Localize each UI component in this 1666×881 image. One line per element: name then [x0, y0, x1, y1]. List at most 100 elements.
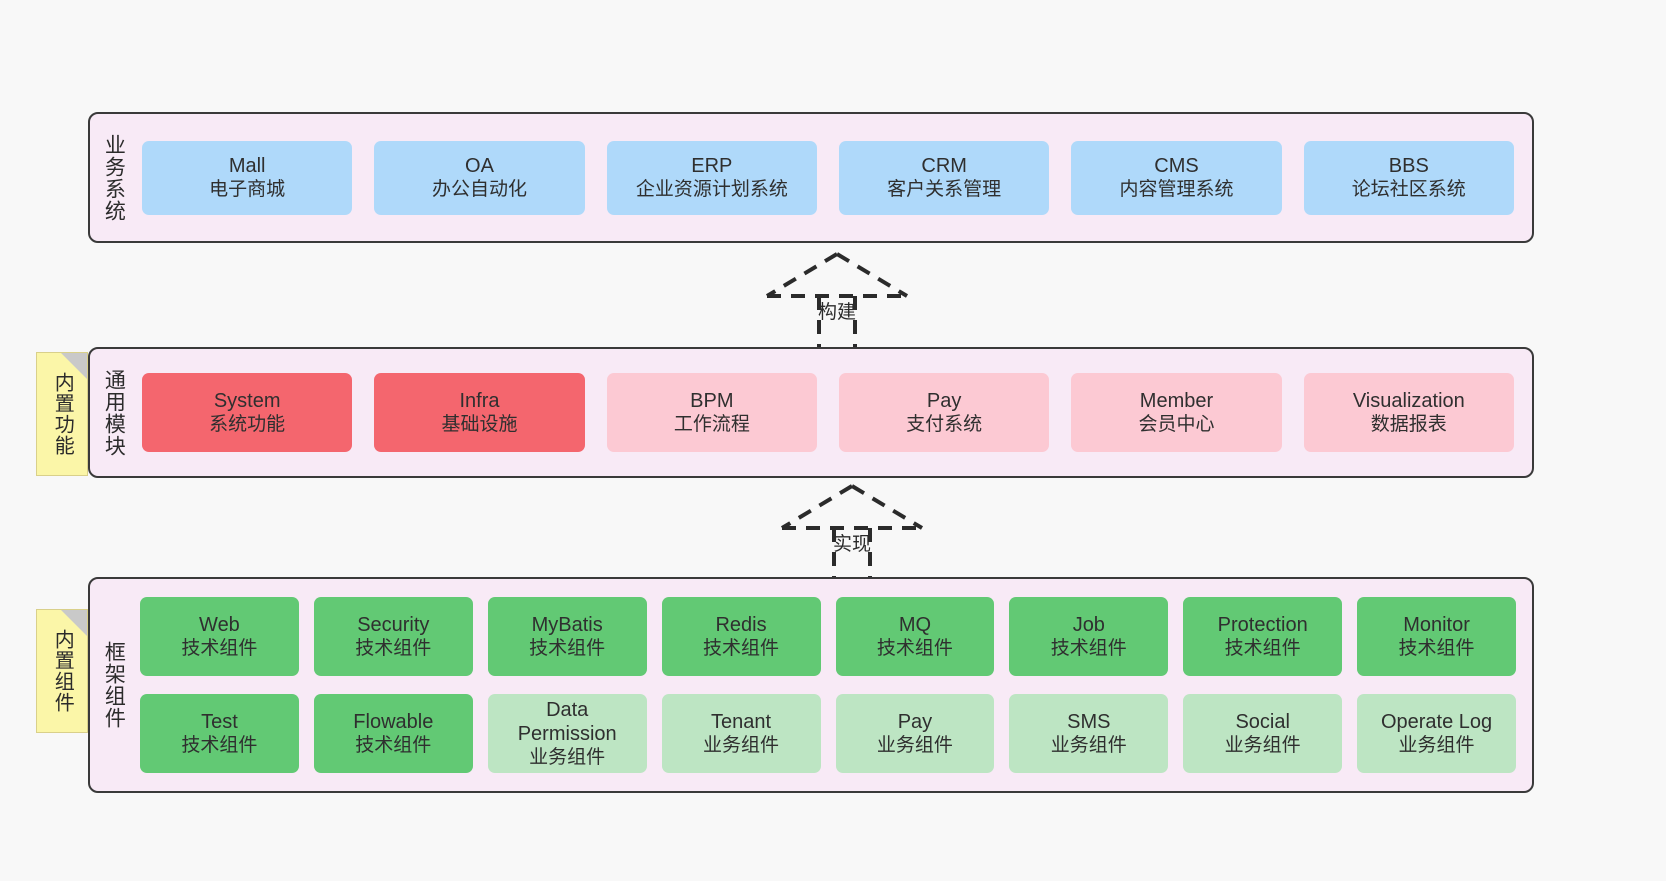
- box-subtitle: 电子商城: [209, 179, 286, 201]
- box-title: Data: [546, 698, 589, 721]
- box-title: Web: [199, 613, 240, 636]
- box-bbs[interactable]: BBS 论坛社区系统: [1303, 140, 1514, 215]
- box-subtitle: 论坛社区系统: [1351, 179, 1466, 201]
- box-social[interactable]: Social 业务组件: [1183, 694, 1343, 773]
- note-builtin-features: 内置功能: [36, 352, 88, 476]
- box-mq[interactable]: MQ 技术组件: [835, 597, 995, 676]
- box-title: Mall: [228, 154, 266, 177]
- box-tenant[interactable]: Tenant 业务组件: [661, 694, 821, 773]
- box-infra[interactable]: Infra 基础设施: [374, 373, 585, 452]
- box-pay-component[interactable]: Pay 业务组件: [835, 694, 995, 773]
- note-builtin-components: 内置组件: [36, 609, 88, 733]
- row: Test 技术组件 Flowable 技术组件 Data Permission …: [140, 694, 1516, 773]
- box-subtitle: 技术组件: [1224, 638, 1301, 660]
- row: Mall 电子商城 OA 办公自动化 ERP 企业资源计划系统 CRM 客户关系…: [142, 140, 1514, 215]
- box-title: Pay: [926, 389, 962, 412]
- box-job[interactable]: Job 技术组件: [1009, 597, 1169, 676]
- box-subtitle: 技术组件: [181, 735, 258, 757]
- layer-framework-components: 框架组件 Web 技术组件 Security 技术组件 MyBatis 技术组件…: [88, 577, 1534, 793]
- box-title: BPM: [690, 389, 734, 412]
- box-redis[interactable]: Redis 技术组件: [661, 597, 821, 676]
- box-mybatis[interactable]: MyBatis 技术组件: [487, 597, 647, 676]
- layer-framework-components-body: Web 技术组件 Security 技术组件 MyBatis 技术组件 Redi…: [136, 579, 1532, 791]
- box-subtitle: 技术组件: [529, 638, 606, 660]
- box-subtitle: 工作流程: [673, 414, 750, 436]
- box-subtitle: 技术组件: [703, 638, 780, 660]
- box-bpm[interactable]: BPM 工作流程: [606, 373, 817, 452]
- box-subtitle: 技术组件: [181, 638, 258, 660]
- box-title: System: [213, 389, 281, 412]
- box-subtitle: 技术组件: [355, 638, 432, 660]
- box-sms[interactable]: SMS 业务组件: [1009, 694, 1169, 773]
- row: Web 技术组件 Security 技术组件 MyBatis 技术组件 Redi…: [140, 597, 1516, 676]
- box-title: CRM: [921, 154, 967, 177]
- box-title: Member: [1139, 389, 1214, 412]
- box-subtitle: 内容管理系统: [1119, 179, 1234, 201]
- box-subtitle: 基础设施: [441, 414, 518, 436]
- box-title: BBS: [1388, 154, 1429, 177]
- layer-framework-components-title: 框架组件: [102, 641, 126, 729]
- connector-build-label: 构建: [817, 302, 857, 323]
- box-title: Security: [357, 613, 430, 636]
- box-title: Test: [201, 710, 238, 733]
- box-title: Infra: [459, 389, 500, 412]
- box-subtitle: 业务组件: [1224, 735, 1301, 757]
- box-security[interactable]: Security 技术组件: [313, 597, 473, 676]
- box-subtitle: 会员中心: [1138, 414, 1215, 436]
- box-title-cont: Permission: [517, 722, 617, 745]
- box-title: MyBatis: [531, 613, 603, 636]
- box-system[interactable]: System 系统功能: [142, 373, 353, 452]
- box-subtitle: 企业资源计划系统: [635, 179, 788, 201]
- layer-general-modules: 通用模块 System 系统功能 Infra 基础设施 BPM 工作流程 Pay…: [88, 347, 1534, 478]
- box-visualization[interactable]: Visualization 数据报表: [1303, 373, 1514, 452]
- box-subtitle: 数据报表: [1370, 414, 1447, 436]
- row: System 系统功能 Infra 基础设施 BPM 工作流程 Pay 支付系统…: [142, 373, 1514, 452]
- box-subtitle: 业务组件: [1398, 735, 1475, 757]
- box-title: ERP: [691, 154, 733, 177]
- box-protection[interactable]: Protection 技术组件: [1183, 597, 1343, 676]
- box-oa[interactable]: OA 办公自动化: [374, 140, 585, 215]
- box-flowable[interactable]: Flowable 技术组件: [313, 694, 473, 773]
- connector-implement-label: 实现: [832, 534, 872, 555]
- box-subtitle: 业务组件: [1050, 735, 1127, 757]
- box-subtitle: 系统功能: [209, 414, 286, 436]
- box-title: MQ: [898, 613, 932, 636]
- box-subtitle: 客户关系管理: [887, 179, 1002, 201]
- box-data-permission[interactable]: Data Permission 业务组件: [487, 694, 647, 773]
- box-subtitle: 业务组件: [876, 735, 953, 757]
- layer-business-systems: 业务系统 Mall 电子商城 OA 办公自动化 ERP 企业资源计划系统 CRM…: [88, 112, 1534, 243]
- box-title: Monitor: [1403, 613, 1470, 636]
- box-title: SMS: [1067, 710, 1111, 733]
- box-title: Tenant: [711, 710, 772, 733]
- box-title: OA: [465, 154, 494, 177]
- box-mall[interactable]: Mall 电子商城: [142, 140, 353, 215]
- box-web[interactable]: Web 技术组件: [140, 597, 299, 676]
- box-monitor[interactable]: Monitor 技术组件: [1357, 597, 1516, 676]
- box-subtitle: 技术组件: [1050, 638, 1127, 660]
- box-title: Protection: [1217, 613, 1308, 636]
- box-pay[interactable]: Pay 支付系统: [838, 373, 1050, 452]
- box-title: Visualization: [1352, 389, 1465, 412]
- layer-business-systems-body: Mall 电子商城 OA 办公自动化 ERP 企业资源计划系统 CRM 客户关系…: [136, 114, 1532, 241]
- connector-build: 构建: [757, 250, 917, 352]
- box-title: Social: [1235, 710, 1290, 733]
- connector-implement: 实现: [772, 482, 932, 584]
- box-title: Operate Log: [1380, 710, 1493, 733]
- box-title: Pay: [897, 710, 933, 733]
- layer-general-modules-body: System 系统功能 Infra 基础设施 BPM 工作流程 Pay 支付系统…: [136, 349, 1532, 476]
- box-subtitle: 业务组件: [703, 735, 780, 757]
- box-test[interactable]: Test 技术组件: [140, 694, 299, 773]
- box-subtitle: 技术组件: [876, 638, 953, 660]
- box-cms[interactable]: CMS 内容管理系统: [1071, 140, 1282, 215]
- note-builtin-components-label: 内置组件: [51, 629, 74, 713]
- box-title: Flowable: [353, 710, 434, 733]
- layer-general-modules-title: 通用模块: [102, 368, 126, 457]
- box-erp[interactable]: ERP 企业资源计划系统: [606, 140, 817, 215]
- box-title: CMS: [1154, 154, 1199, 177]
- box-subtitle: 业务组件: [529, 747, 606, 769]
- box-member[interactable]: Member 会员中心: [1071, 373, 1282, 452]
- box-operate-log[interactable]: Operate Log 业务组件: [1357, 694, 1516, 773]
- box-subtitle: 支付系统: [906, 414, 983, 436]
- box-crm[interactable]: CRM 客户关系管理: [838, 140, 1050, 215]
